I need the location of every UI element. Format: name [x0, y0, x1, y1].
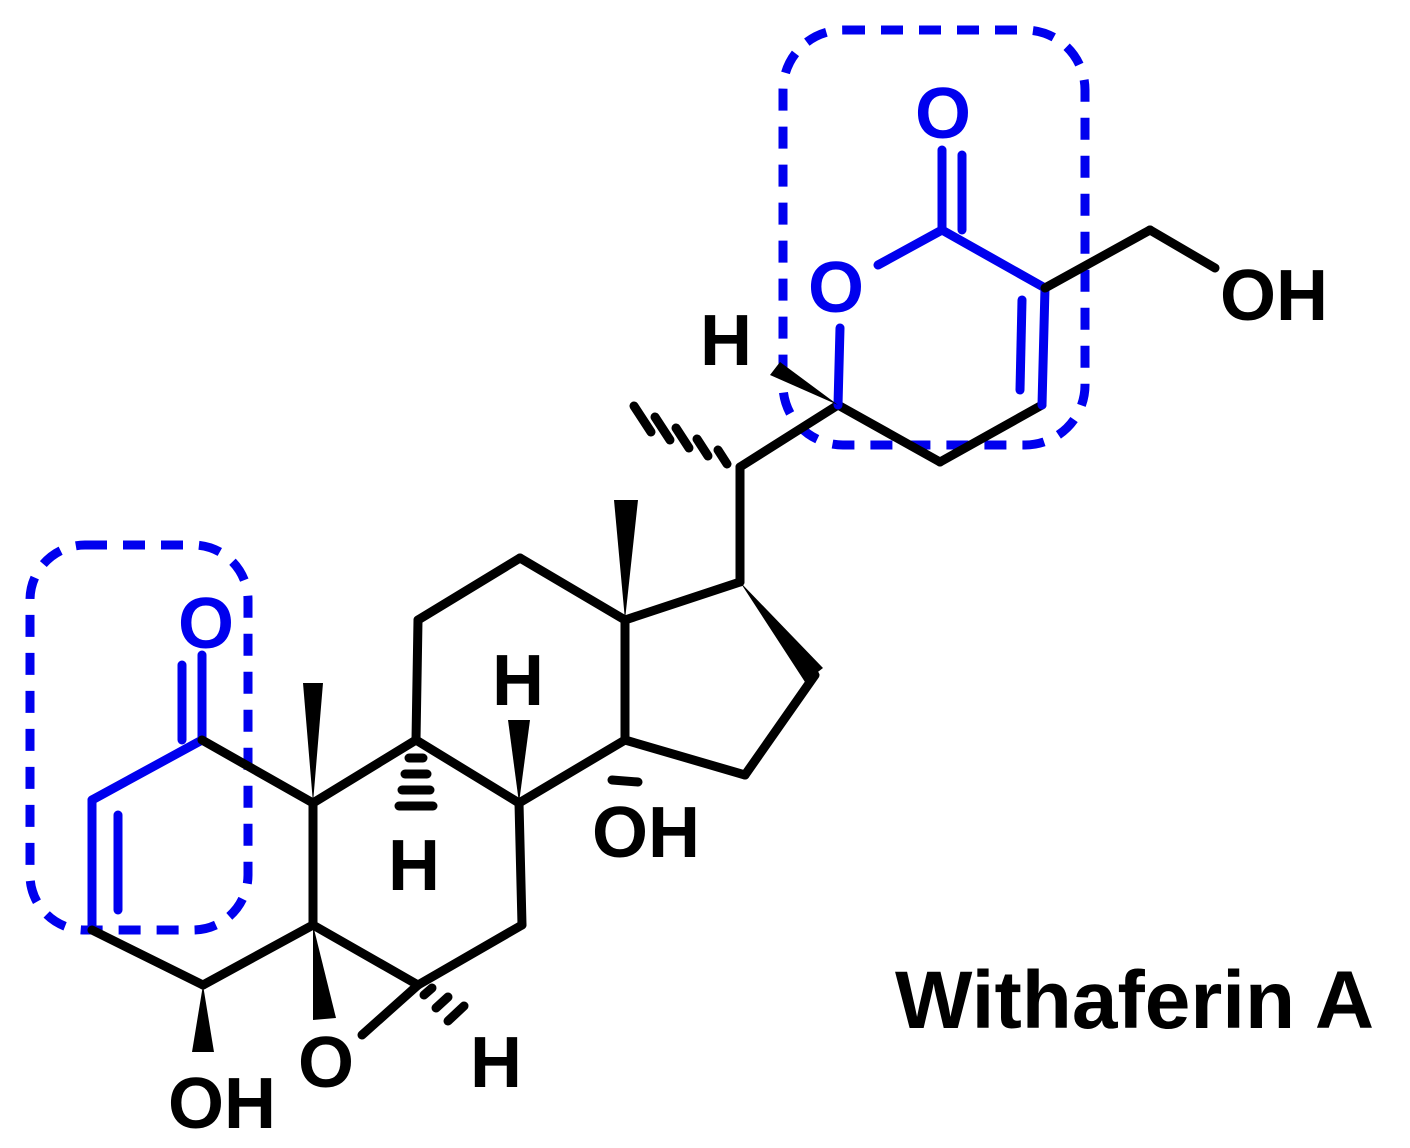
h6-label: H: [470, 1023, 522, 1103]
lactone-carbonyl-o-label: O: [915, 74, 971, 154]
side-chain: [629, 145, 1220, 587]
compound-name: Withaferin A: [895, 955, 1374, 1046]
ring-d-wedge-bond: [740, 582, 823, 682]
h22-wedge-bond: [770, 362, 838, 405]
ring-b: [308, 735, 527, 990]
c10-methyl-wedge: [303, 683, 323, 803]
ketone-o-label: O: [178, 584, 234, 664]
c13-methyl-wedge: [614, 500, 638, 620]
enone-highlight-box: [25, 540, 253, 935]
ring-c: [411, 553, 630, 808]
h6-hashed-bond: [419, 983, 469, 1026]
c4-oh-label: OH: [168, 1064, 276, 1144]
c4-oh-wedge: [192, 985, 214, 1052]
h8-label: H: [492, 641, 544, 721]
h8-wedge-bond: [508, 720, 530, 803]
epoxide-o-label: O: [298, 1023, 354, 1103]
h9-hashed-bond: [394, 753, 438, 811]
c20-hashed-methyl: [629, 401, 732, 469]
lactone-ring-o-label: O: [808, 248, 864, 328]
epoxide-wedge: [313, 925, 336, 1020]
ring-a: [87, 650, 318, 990]
lactone-highlight-box: [778, 25, 1090, 450]
hydroxymethyl-oh-label: OH: [1220, 256, 1328, 336]
ring-d: [620, 577, 823, 780]
c14-oh-label: OH: [592, 793, 700, 873]
h22-label: H: [700, 301, 752, 381]
h9-label: H: [388, 826, 440, 906]
